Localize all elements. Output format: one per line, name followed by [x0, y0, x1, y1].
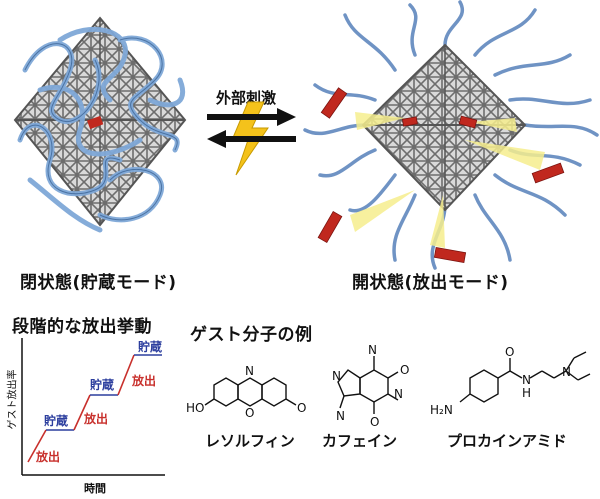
atom-label: O	[400, 363, 409, 377]
atom-label: N	[394, 387, 403, 401]
atom-label: N	[332, 369, 341, 383]
open-cage-graphic	[303, 0, 599, 270]
x-axis-label: 時間	[84, 482, 106, 495]
closed-state-caption: 閉状態(貯蔵モード)	[20, 273, 177, 293]
atom-label: O	[370, 415, 379, 429]
atom-label: HO	[186, 401, 204, 415]
molecule-name-caffeine: カフェイン	[322, 432, 398, 450]
stepwise-title: 段階的な放出挙動	[12, 317, 152, 337]
closed-state-illustration	[0, 0, 200, 260]
closed-cage-graphic	[13, 16, 187, 233]
step-label: 貯蔵	[138, 340, 163, 354]
step-label: 貯蔵	[44, 414, 69, 428]
atom-label: N	[562, 365, 571, 379]
step-label: 放出	[36, 450, 61, 464]
atom-label: N	[368, 343, 377, 357]
atom-label: N	[245, 364, 254, 378]
atom-label: O	[245, 406, 254, 420]
atom-label: N	[522, 373, 531, 387]
atom-label: N	[336, 409, 345, 423]
guest-title: ゲスト分子の例	[190, 325, 313, 345]
molecule-name-resorufin: レソルフィン	[205, 432, 295, 450]
open-state-caption: 開状態(放出モード)	[352, 273, 509, 293]
step-label: 貯蔵	[90, 378, 115, 392]
atom-label: H	[522, 386, 531, 400]
atom-label: H₂N	[430, 403, 453, 417]
atom-label: O	[297, 401, 306, 415]
step-label: 放出	[132, 374, 157, 388]
step-label: 放出	[84, 412, 109, 426]
molecule-name-procainamide: プロカインアミド	[447, 432, 567, 450]
atom-label: O	[505, 345, 514, 359]
open-state-illustration	[295, 0, 600, 270]
